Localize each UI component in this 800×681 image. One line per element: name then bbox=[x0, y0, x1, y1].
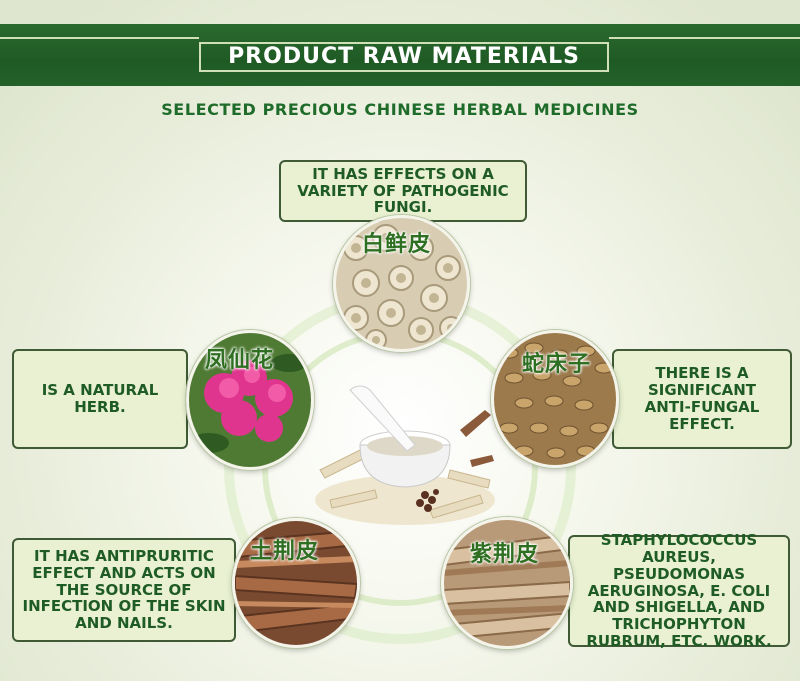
herb-name-she-chuang-zi: 蛇床子 bbox=[522, 352, 592, 377]
herb-description-she-chuang-zi: THERE IS A SIGNIFICANT ANTI-FUNGAL EFFEC… bbox=[612, 349, 792, 449]
herb-image-feng-xian-hua bbox=[186, 330, 314, 470]
herb-name-tu-jing-pi: 土荆皮 bbox=[250, 539, 320, 564]
herb-name-zi-jing-pi: 紫荆皮 bbox=[470, 542, 540, 567]
banner-divider-left bbox=[0, 37, 199, 39]
herb-description-tu-jing-pi: IT HAS ANTIPRURITIC EFFECT AND ACTS ON T… bbox=[12, 538, 236, 642]
page-title: PRODUCT RAW MATERIALS bbox=[228, 44, 580, 69]
herb-description-feng-xian-hua: IS A NATURAL HERB. bbox=[12, 349, 188, 449]
herb-image-bai-xian-pi bbox=[333, 215, 470, 352]
herb-description-zi-jing-pi: STAPHYLOCOCCUS AUREUS, PSEUDOMONAS AERUG… bbox=[568, 532, 790, 649]
page-subtitle: SELECTED PRECIOUS CHINESE HERBAL MEDICIN… bbox=[161, 100, 639, 119]
title-frame bbox=[199, 42, 609, 72]
herb-image-she-chuang-zi bbox=[491, 330, 619, 468]
herb-image-tu-jing-pi bbox=[232, 518, 360, 648]
header-banner bbox=[0, 24, 800, 86]
herb-name-feng-xian-hua: 凤仙花 bbox=[205, 348, 275, 373]
herb-name-bai-xian-pi: 白鲜皮 bbox=[362, 232, 432, 257]
herb-description-bai-xian-pi: IT HAS EFFECTS ON A VARIETY OF PATHOGENI… bbox=[279, 160, 527, 222]
mortar-illustration bbox=[315, 385, 495, 525]
herb-image-zi-jing-pi bbox=[441, 517, 573, 649]
banner-divider-right bbox=[609, 37, 800, 39]
